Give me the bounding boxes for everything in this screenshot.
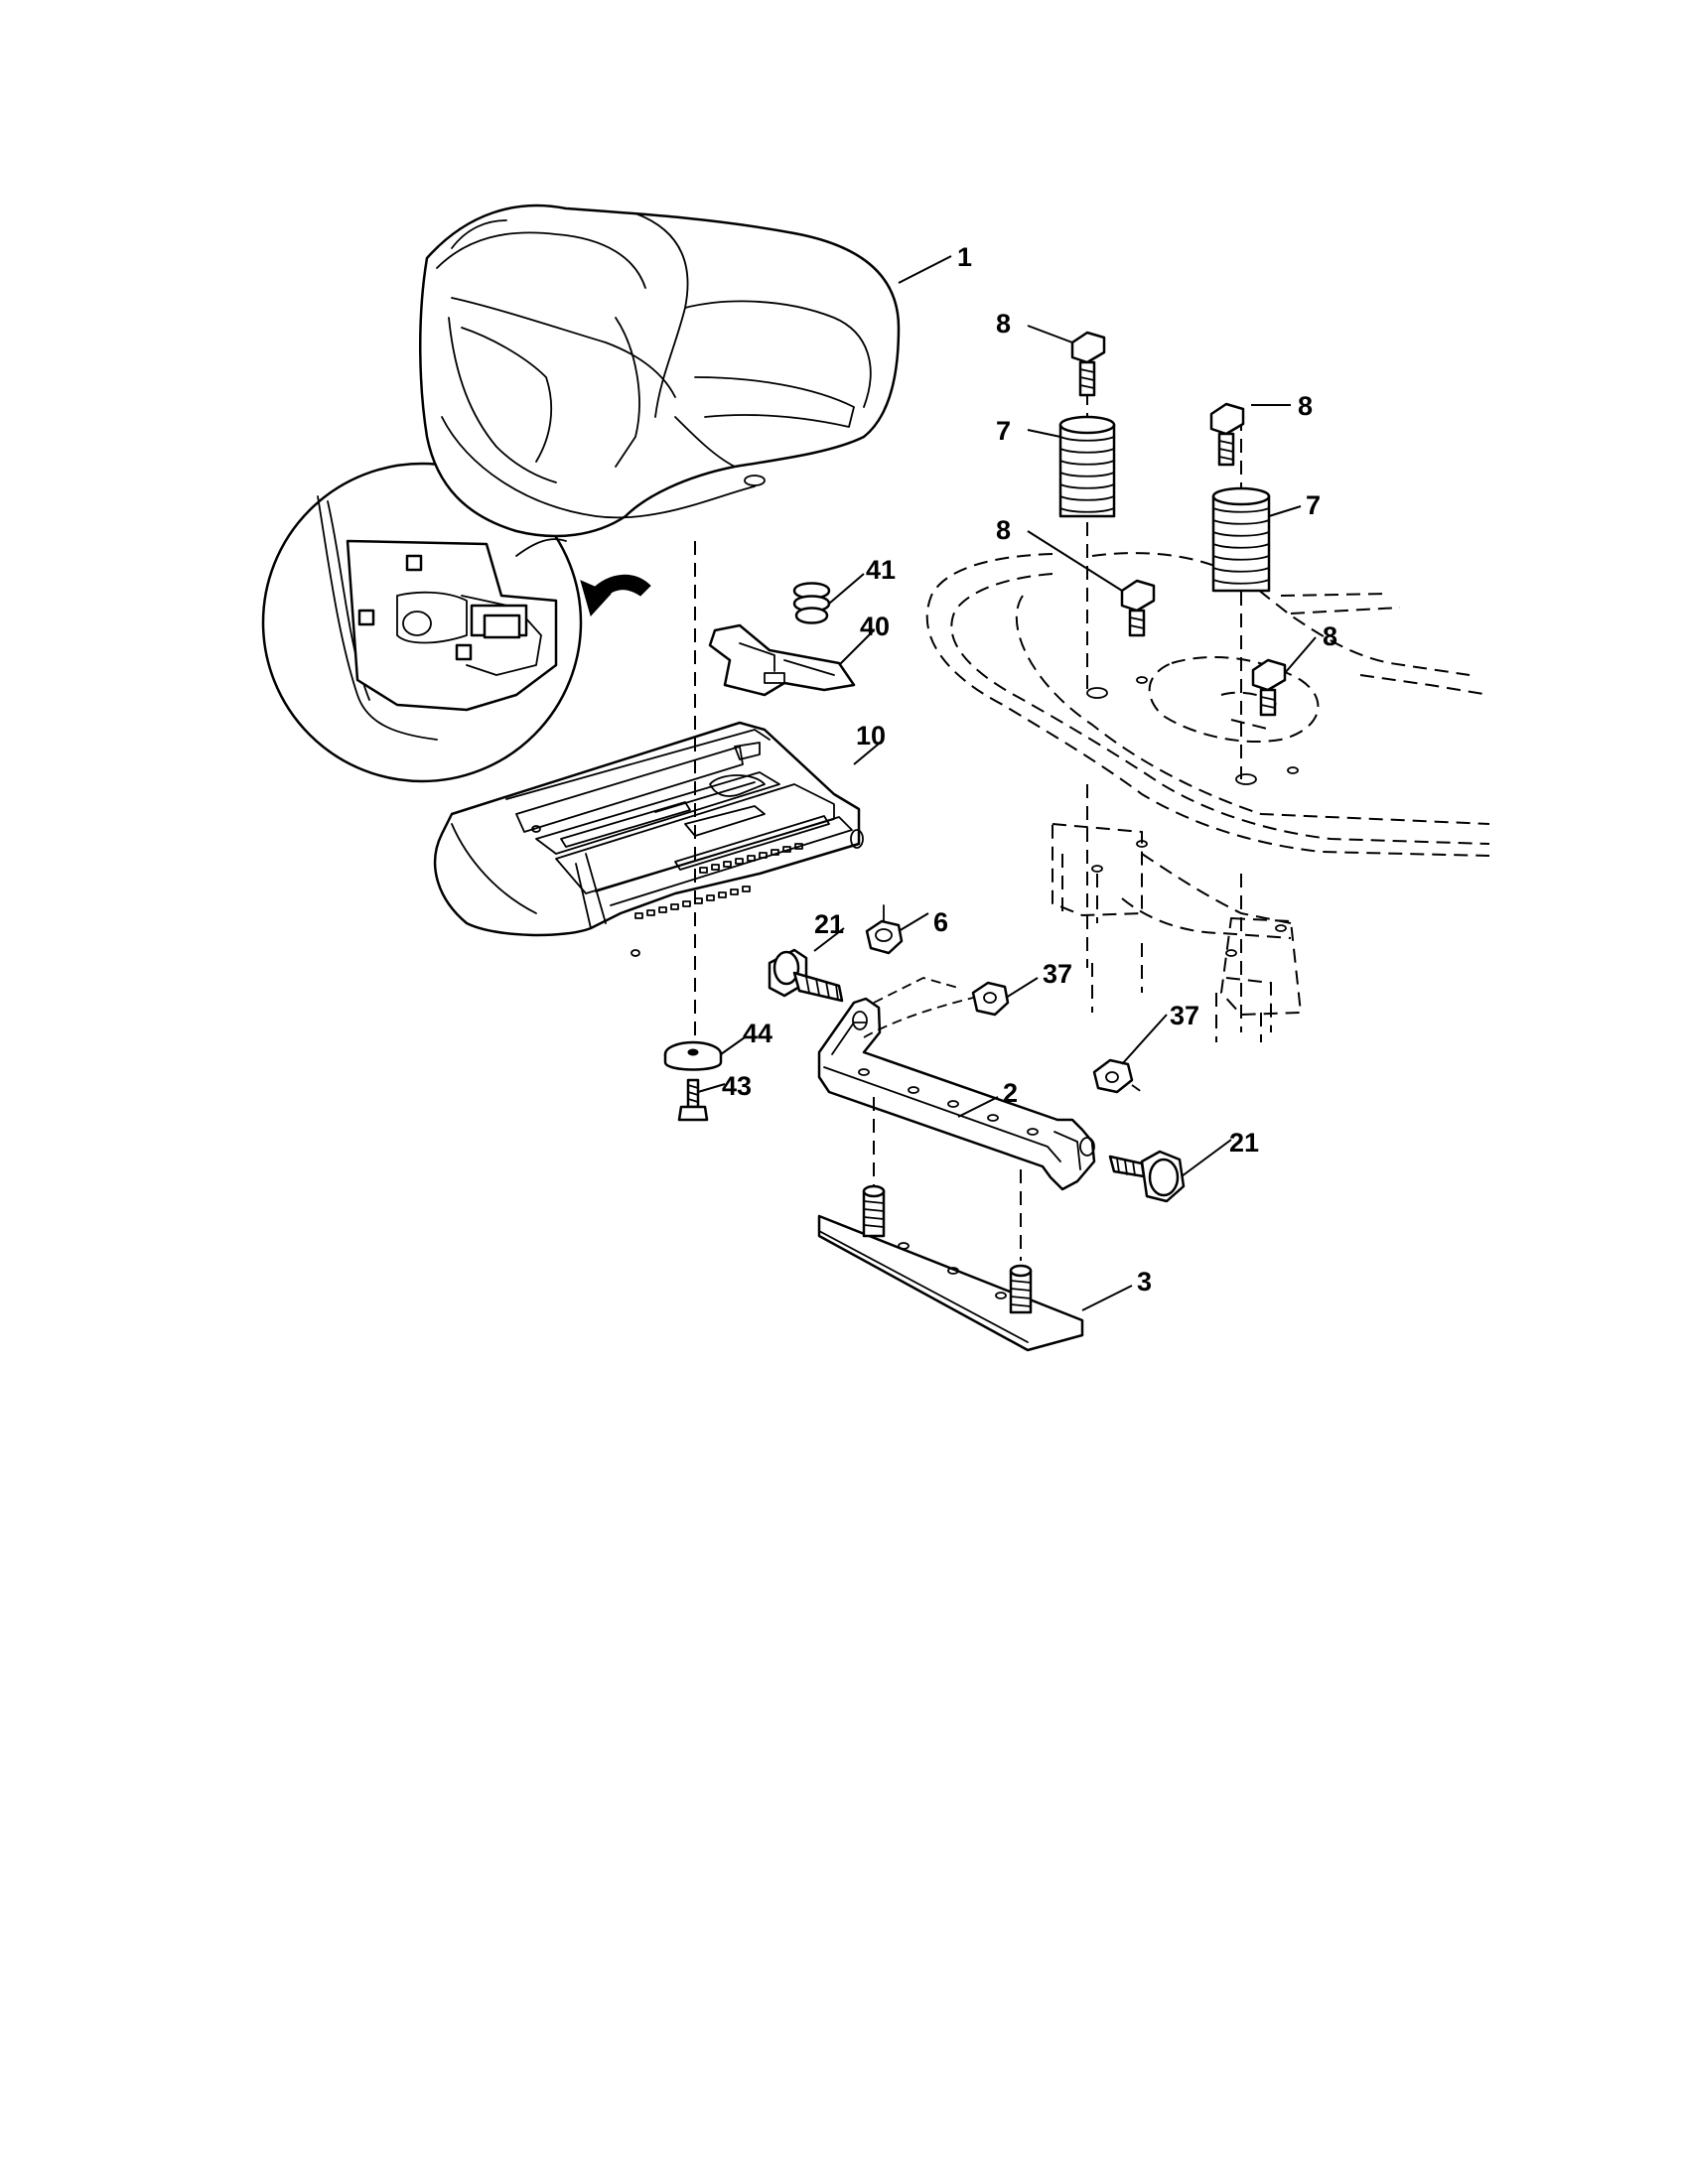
callout-44: 44 [743, 1019, 772, 1048]
detail-inset-latch [261, 462, 651, 783]
callout-21-left: 21 [814, 909, 844, 939]
callout-43: 43 [722, 1071, 752, 1101]
bolt-21-right [1108, 1150, 1186, 1203]
seat-bracket [817, 997, 1096, 1191]
callout-7-right: 7 [1306, 490, 1321, 520]
callout-21-right: 21 [1229, 1128, 1259, 1158]
bolt-8-top-right [1209, 402, 1245, 467]
callout-8-middle-left: 8 [996, 515, 1011, 545]
callout-40: 40 [860, 612, 890, 641]
nut-37-axis-lower [1131, 1084, 1143, 1093]
spring-7-right [1211, 486, 1271, 593]
callout-2: 2 [1003, 1078, 1018, 1108]
stud-left [862, 1184, 886, 1238]
callout-8-middle-right: 8 [1323, 621, 1337, 651]
washer-44 [663, 1040, 723, 1071]
callout-7-left: 7 [996, 416, 1011, 446]
spring-41 [792, 582, 831, 624]
callout-labels: 1 8 7 8 7 8 8 41 40 10 21 6 37 37 2 21 3… [722, 242, 1337, 1297]
nut-37-axis-upper [873, 977, 959, 1004]
latch-plate-40 [708, 623, 856, 697]
nut-6 [865, 904, 904, 955]
bolt-21-left [768, 948, 844, 1003]
callout-41: 41 [866, 555, 896, 585]
callout-8-top-left: 8 [996, 309, 1011, 339]
bracket-axis [863, 997, 974, 1038]
bolt-8-middle-right [1251, 658, 1287, 717]
screw-43 [677, 1078, 709, 1122]
bolt-8-middle-left [1120, 579, 1156, 637]
callout-6: 6 [933, 907, 948, 937]
tractor-frame-outline [925, 552, 1490, 1042]
stud-right [1009, 1264, 1033, 1314]
callout-37-lower: 37 [1170, 1001, 1199, 1030]
base-plate [817, 1214, 1084, 1352]
seat-pan [433, 721, 864, 957]
callout-8-top-right: 8 [1298, 391, 1313, 421]
leader-lines [697, 255, 1317, 1311]
callout-37-upper: 37 [1043, 959, 1072, 989]
spring-7-left [1058, 415, 1116, 518]
bolt-8-top-left [1070, 331, 1106, 397]
seat [419, 204, 901, 538]
callout-1: 1 [957, 242, 972, 272]
callout-3: 3 [1137, 1267, 1152, 1297]
callout-10: 10 [856, 721, 886, 751]
nut-37-upper [971, 981, 1010, 1017]
nut-37-lower [1092, 1058, 1134, 1094]
